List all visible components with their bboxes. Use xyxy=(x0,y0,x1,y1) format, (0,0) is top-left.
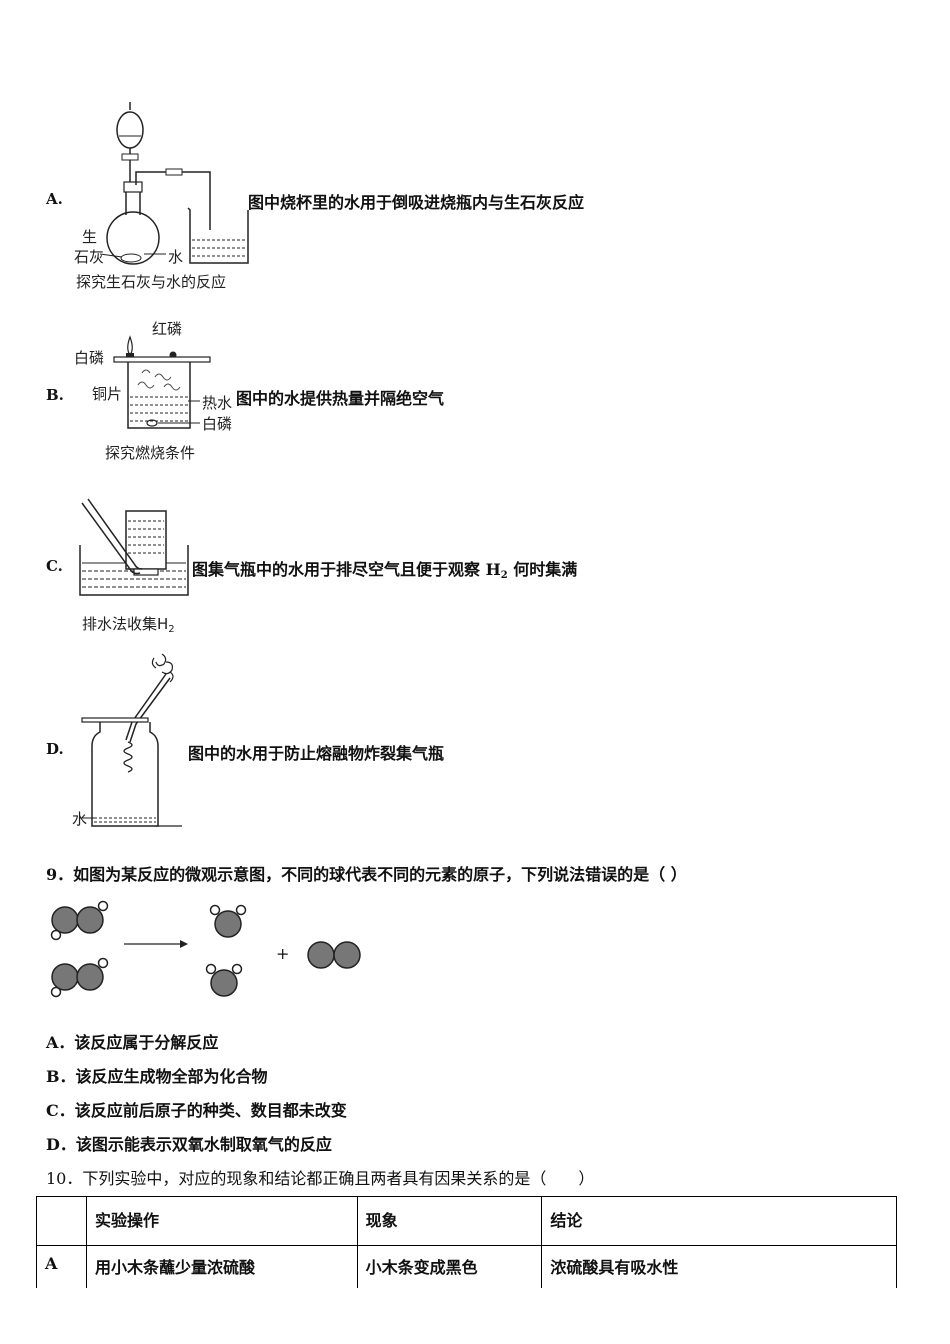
reaction-micro-diagram xyxy=(50,900,361,998)
option-d-letter: D. xyxy=(46,740,64,758)
option-d-text: 图中的水用于防止熔融物炸裂集气瓶 xyxy=(188,744,445,763)
option-a-letter: A. xyxy=(46,190,63,208)
label-water-a: 水 xyxy=(168,248,184,266)
label-white-phosphorus-top: 白磷 xyxy=(74,349,105,367)
quicklime-water-apparatus-figure xyxy=(99,102,249,265)
row-a-phenomenon: 小木条变成黑色 xyxy=(356,1245,543,1288)
caption-a: 探究生石灰与水的反应 xyxy=(76,273,227,291)
experiment-table: 实验操作 现象 结论 A 用小木条蘸少量浓硫酸 小木条变成黑色 浓硫酸具有吸水性 xyxy=(36,1196,897,1288)
header-cell-label xyxy=(36,1196,87,1246)
question-9-title: 9．如图为某反应的微观示意图，不同的球代表不同的元素的原子，下列说法错误的是（ … xyxy=(46,865,687,884)
header-cell-phenomenon: 现象 xyxy=(356,1196,543,1246)
plus-sign: + xyxy=(276,944,290,963)
row-a-operation: 用小木条蘸少量浓硫酸 xyxy=(85,1245,358,1288)
table-header-row: 实验操作 现象 结论 xyxy=(36,1196,897,1246)
water-displacement-figure xyxy=(79,498,189,596)
option-a-text: 图中烧杯里的水用于倒吸进烧瓶内与生石灰反应 xyxy=(248,193,585,212)
header-cell-conclusion: 结论 xyxy=(541,1196,897,1246)
question-10-title: 10．下列实验中，对应的现象和结论都正确且两者具有因果关系的是（ ） xyxy=(46,1169,595,1188)
answer-9d: D．该图示能表示双氧水制取氧气的反应 xyxy=(46,1135,332,1154)
table-row: A 用小木条蘸少量浓硫酸 小木条变成黑色 浓硫酸具有吸水性 xyxy=(36,1245,897,1288)
row-a-label: A xyxy=(36,1245,87,1288)
label-copper-plate: 铜片 xyxy=(92,385,123,403)
label-red-phosphorus: 红磷 xyxy=(152,320,183,338)
answer-9a: A．该反应属于分解反应 xyxy=(46,1033,219,1052)
label-hot-water: 热水 xyxy=(202,394,233,412)
header-cell-operation: 实验操作 xyxy=(85,1196,358,1246)
label-white-phosphorus-bottom: 白磷 xyxy=(202,415,233,433)
label-water-d: 水 xyxy=(72,810,88,828)
row-a-conclusion: 浓硫酸具有吸水性 xyxy=(541,1245,897,1288)
combustion-conditions-figure xyxy=(113,335,211,429)
label-lime-1: 生 xyxy=(82,228,98,246)
option-c-text: 图集气瓶中的水用于排尽空气且便于观察 H2 何时集满 xyxy=(192,560,578,581)
caption-c: 排水法收集H2 xyxy=(82,615,175,635)
label-lime-2: 石灰 xyxy=(74,248,105,266)
iron-burning-bottle-figure xyxy=(80,653,182,827)
answer-9b: B．该反应生成物全部为化合物 xyxy=(46,1067,268,1086)
answer-9c: C．该反应前后原子的种类、数目都未改变 xyxy=(46,1101,347,1120)
caption-b: 探究燃烧条件 xyxy=(105,444,196,462)
option-b-letter: B. xyxy=(46,386,64,404)
option-b-text: 图中的水提供热量并隔绝空气 xyxy=(236,389,445,408)
option-c-letter: C. xyxy=(46,557,63,575)
